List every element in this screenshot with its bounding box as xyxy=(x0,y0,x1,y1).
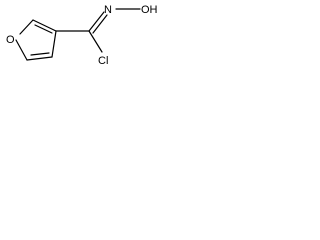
bond-carbon-n xyxy=(88,11,105,32)
bond-carbon-cl xyxy=(88,30,103,53)
bond-c4-c5-inner xyxy=(34,24,53,34)
bond-c2-c3 xyxy=(26,56,53,61)
ring-oxygen-label: O xyxy=(6,34,15,46)
bond-o-c2 xyxy=(15,39,28,61)
chlorine-label: Cl xyxy=(98,55,108,67)
oxime-nitrogen-label: N xyxy=(104,4,112,16)
chemical-structure: O N OH Cl xyxy=(6,4,158,67)
bond-c2-c3-inner xyxy=(30,52,50,56)
bond-c5-o xyxy=(19,19,34,35)
bond-carbon-n-second xyxy=(92,14,108,34)
hydroxyl-label: OH xyxy=(141,4,158,16)
bond-c3-c4 xyxy=(51,30,57,58)
bonds xyxy=(15,8,141,61)
bond-c4-c5 xyxy=(32,19,57,32)
